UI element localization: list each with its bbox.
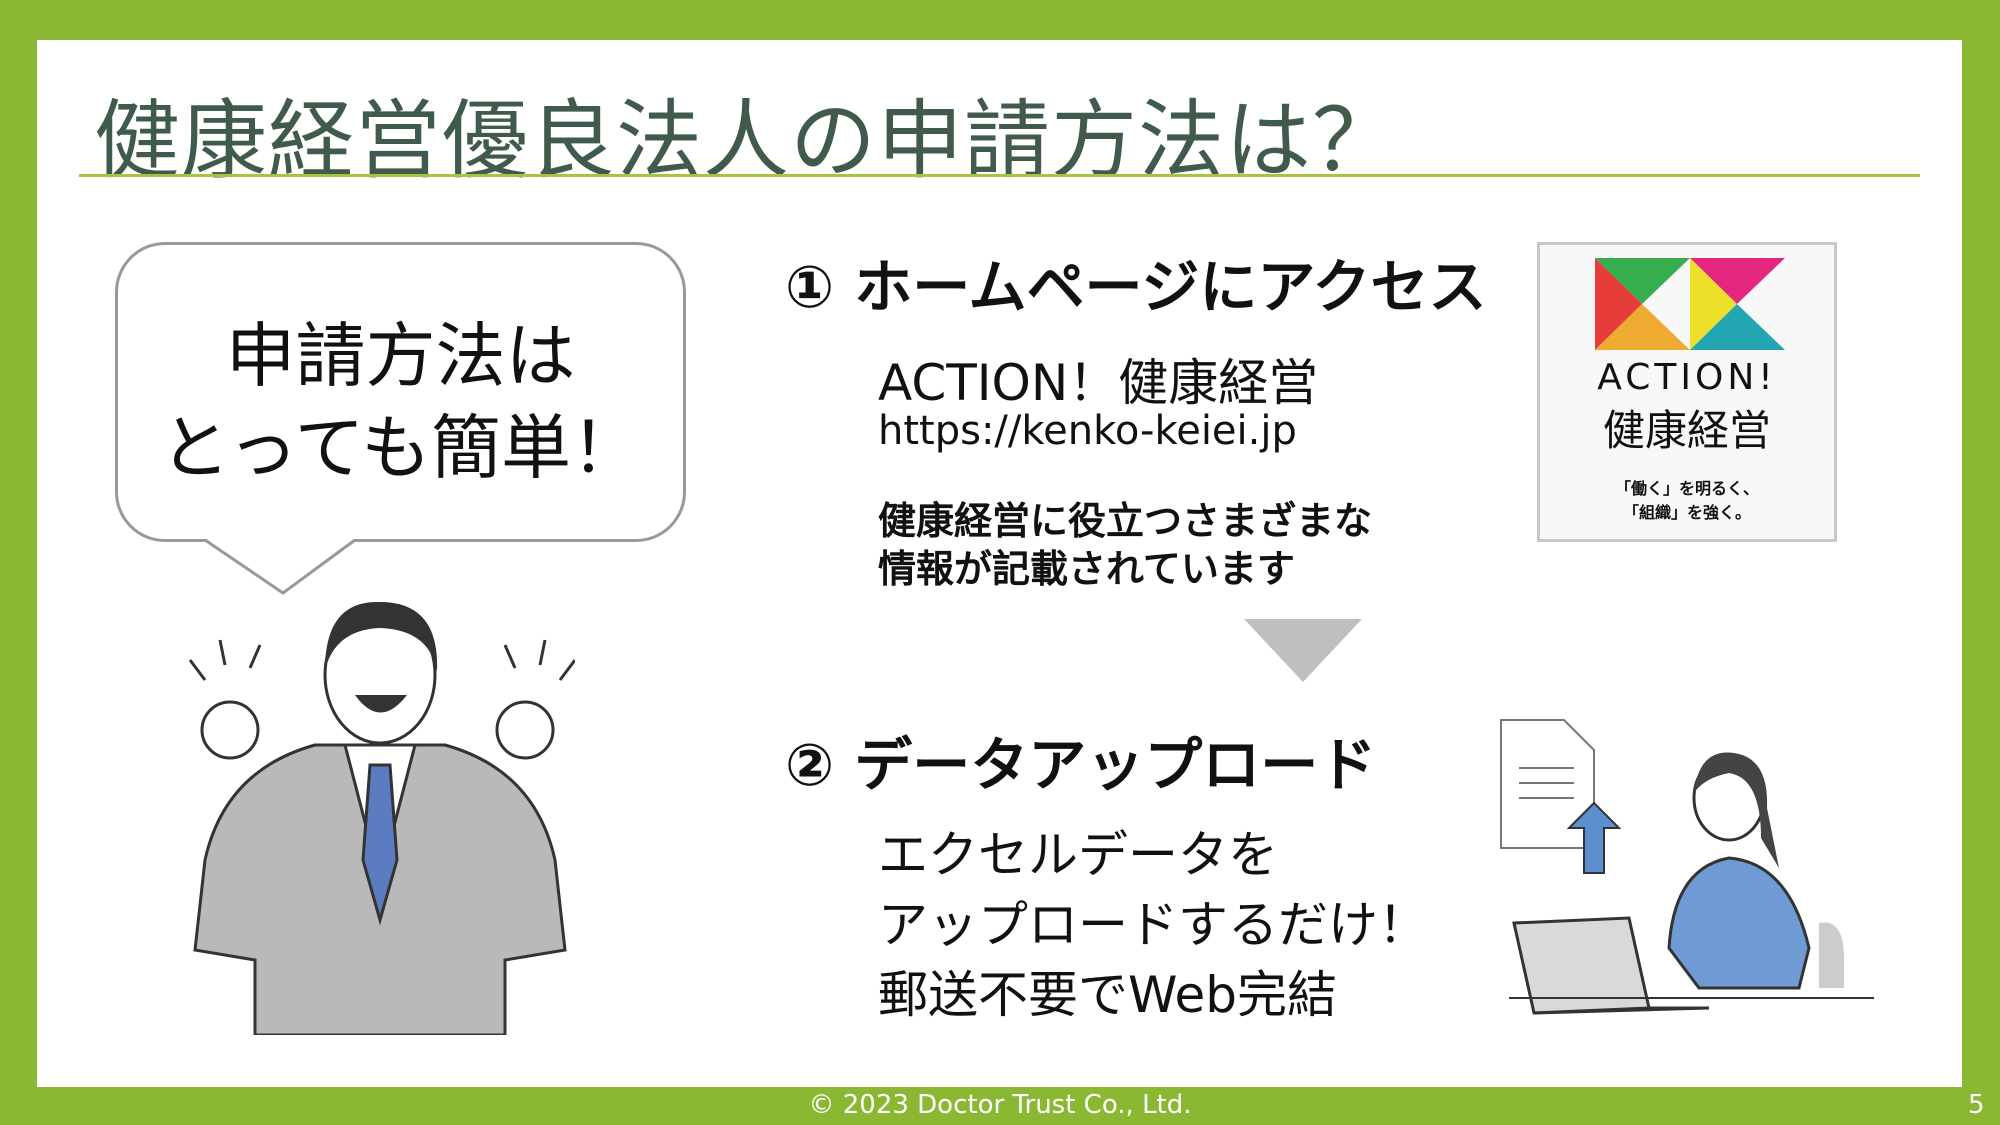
action-kenko-keiei-logo: ACTION! 健康経営 「働く」を明るく、 「組織」を強く。	[1537, 242, 1837, 542]
copyright-footer: © 2023 Doctor Trust Co., Ltd.	[808, 1090, 1192, 1120]
logo-text-kenko: 健康経営	[1602, 406, 1771, 455]
title-underline	[79, 174, 1920, 177]
logo-text-action: ACTION!	[1597, 357, 1777, 398]
businessman-illustration	[188, 601, 575, 1035]
bubble-line-1: 申請方法は	[225, 315, 576, 397]
speech-bubble	[115, 242, 686, 542]
step2-line-1: エクセルデータを	[878, 826, 1278, 884]
site-name: ACTION！健康経営	[878, 354, 1319, 412]
logo-tagline-2: 「組織」を強く。	[1622, 503, 1751, 522]
upload-woman-illustration	[1500, 719, 1874, 1015]
step1-desc-2: 情報が記載されています	[878, 547, 1295, 591]
step2-heading: ② データアップロード	[785, 731, 1377, 799]
step2-line-3: 郵送不要でWeb完結	[878, 966, 1338, 1024]
bubble-line-2: とっても簡単！	[160, 407, 641, 489]
step1-heading: ① ホームページにアクセス	[785, 253, 1487, 321]
logo-triangles-icon	[1595, 258, 1785, 350]
down-arrow-icon	[1244, 619, 1362, 682]
logo-tagline-1: 「働く」を明るく、	[1614, 479, 1759, 498]
page-number: 5	[1968, 1090, 1985, 1120]
step2-line-2: アップロードするだけ！	[878, 896, 1428, 954]
step1-desc-1: 健康経営に役立つさまざまな	[878, 499, 1373, 543]
site-url-link[interactable]: https://kenko-keiei.jp	[878, 408, 1297, 454]
